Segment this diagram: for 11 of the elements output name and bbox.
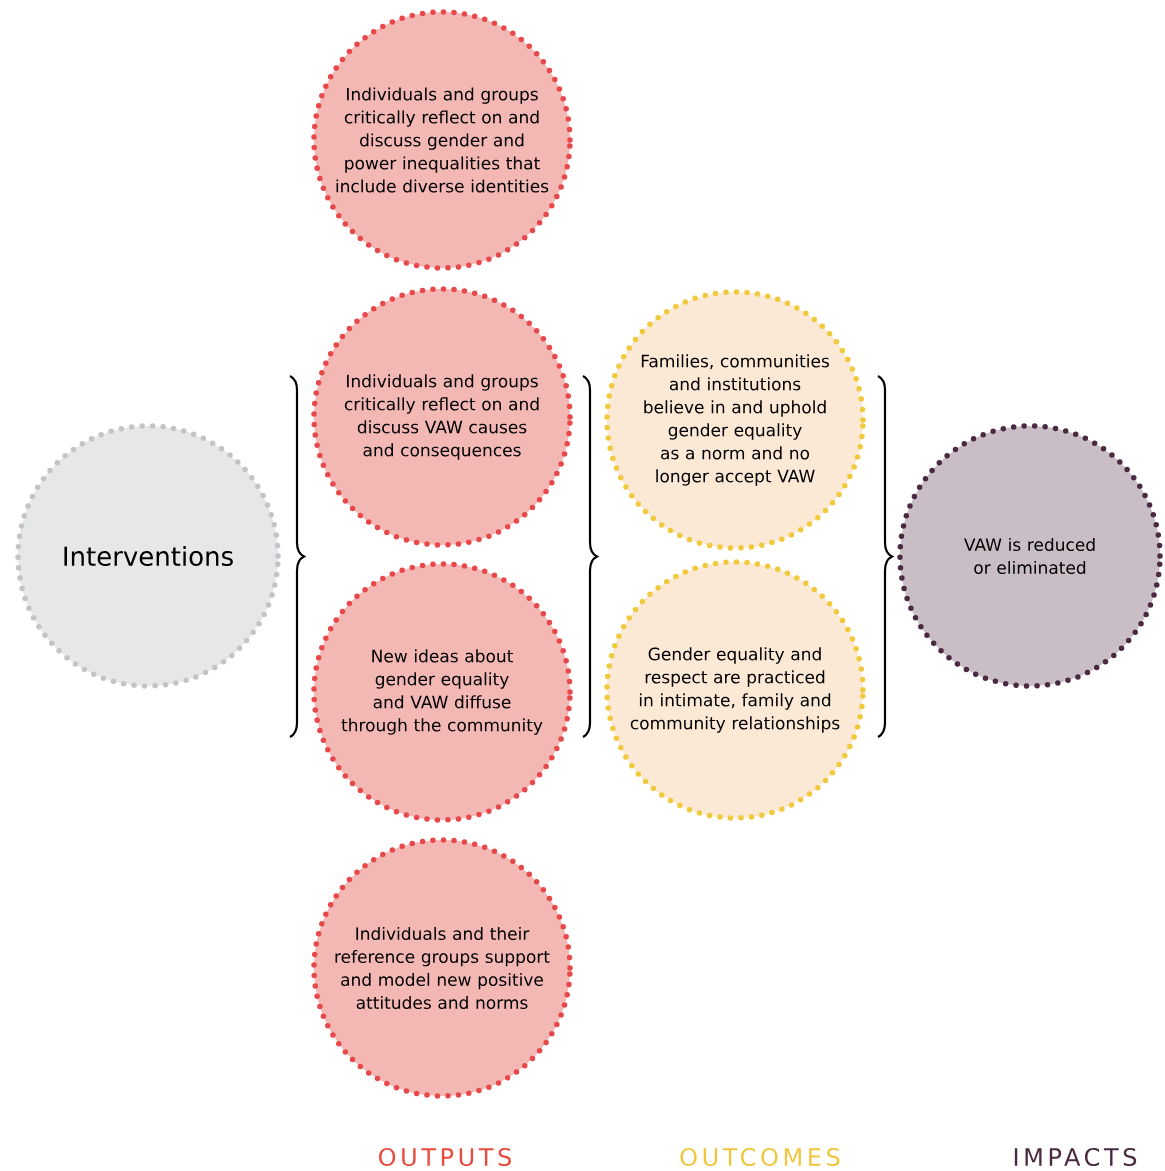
circle-node: Individuals and groups critically reflect on and discuss VAW causes and consequences [311, 286, 573, 548]
column-heading: OUTCOMES [680, 1147, 840, 1167]
circle-node: Families, communities and institutions believe in and uphold gender equality as a norm and no longer accept VAW [604, 289, 866, 551]
column-heading: OUTPUTS [379, 1147, 511, 1167]
circle-node: VAW is reduced or eliminated [897, 423, 1163, 689]
circle-node: Interventions [15, 423, 281, 689]
circle-node: New ideas about gender equality and VAW diffuse through the community [311, 561, 573, 823]
circle-node: Gender equality and respect are practiced in intimate, family and community relationships [604, 559, 866, 821]
circle-node: Individuals and their reference groups support and model new positive attitudes and norms [311, 837, 573, 1099]
column-heading: IMPACTS [1014, 1147, 1137, 1167]
circle-node: Individuals and groups critically reflect on and discuss gender and power inequalities that include diverse identities [311, 9, 573, 271]
